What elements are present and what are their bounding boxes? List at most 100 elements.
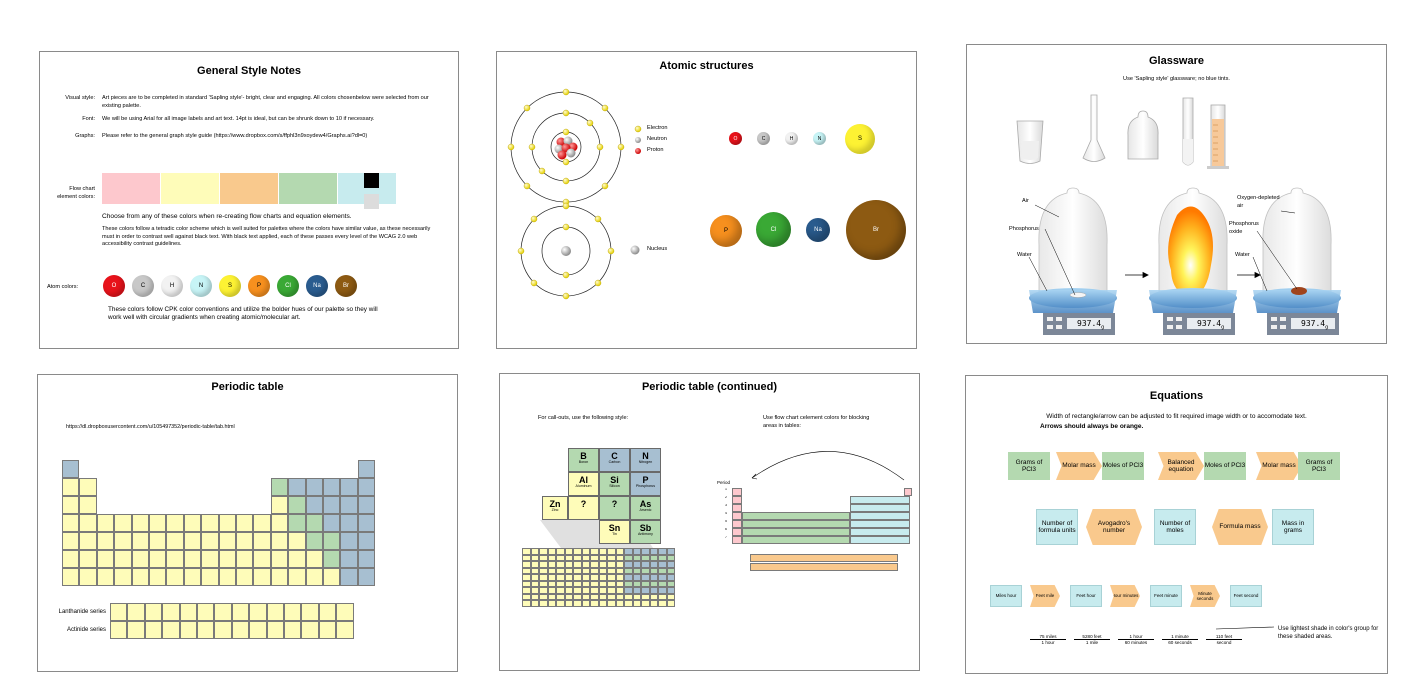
visual-style-text: Art pieces are to be completed in standa… bbox=[102, 95, 429, 109]
fraction-numerator: 1 hour bbox=[1118, 634, 1154, 640]
callout-symbol: Zn bbox=[549, 499, 561, 509]
mini-cell bbox=[564, 554, 573, 561]
mini-cell bbox=[666, 574, 675, 581]
atom-colors-label: Atom colors: bbox=[47, 284, 79, 290]
element-cell bbox=[79, 532, 97, 550]
element-cell bbox=[114, 550, 132, 568]
p-block-cell bbox=[850, 536, 910, 544]
mini-cell bbox=[539, 548, 548, 555]
mini-cell bbox=[658, 548, 667, 555]
period-number: 2 bbox=[725, 496, 727, 499]
equation-box: Grams of PCl3 bbox=[1298, 452, 1340, 480]
mini-cell bbox=[564, 600, 573, 607]
equation-box: Grams of PCl3 bbox=[1008, 452, 1050, 480]
mini-cell bbox=[615, 554, 624, 561]
mini-cell bbox=[666, 600, 675, 607]
element-cell bbox=[340, 568, 358, 586]
gray-swatch bbox=[364, 194, 379, 209]
element-cell bbox=[79, 550, 97, 568]
element-cell bbox=[114, 514, 132, 532]
callout-symbol: Sn bbox=[608, 523, 621, 533]
mini-cell bbox=[658, 554, 667, 561]
period-number: 4 bbox=[725, 512, 727, 515]
mini-cell bbox=[590, 600, 599, 607]
element-cell bbox=[357, 568, 376, 586]
element-cell bbox=[62, 532, 80, 550]
atom-n: N bbox=[813, 132, 826, 145]
mini-cell bbox=[649, 574, 658, 581]
arrow-note: Arrows should always be orange. bbox=[1040, 423, 1144, 430]
scale-reading-2: 937.4g bbox=[1197, 319, 1225, 331]
mini-cell bbox=[624, 593, 633, 600]
period-number: 3 bbox=[725, 504, 727, 507]
atom-h: H bbox=[161, 275, 183, 297]
element-cell bbox=[323, 550, 341, 568]
mini-cell bbox=[581, 580, 590, 587]
element-cell bbox=[162, 621, 180, 639]
element-cell bbox=[236, 514, 254, 532]
mini-cell bbox=[615, 587, 624, 594]
mini-cell bbox=[590, 561, 599, 568]
element-cell bbox=[288, 496, 306, 514]
mini-cell bbox=[658, 593, 667, 600]
mini-cell bbox=[530, 548, 539, 555]
mini-cell bbox=[530, 580, 539, 587]
atom-o: O bbox=[103, 275, 125, 297]
mini-cell bbox=[615, 580, 624, 587]
panel-title: Periodic table bbox=[211, 381, 284, 393]
fraction-denominator: second bbox=[1216, 640, 1232, 645]
element-cell bbox=[201, 568, 219, 586]
mini-cell bbox=[658, 580, 667, 587]
mini-cell bbox=[624, 600, 633, 607]
mini-cell bbox=[522, 567, 531, 574]
element-cell bbox=[270, 478, 289, 496]
mini-cell bbox=[556, 561, 565, 568]
element-cell bbox=[166, 568, 184, 586]
beaker-icon bbox=[1016, 120, 1044, 164]
panel-title: General Style Notes bbox=[197, 65, 301, 77]
legend-neutron: Neutron bbox=[647, 136, 667, 142]
element-cell bbox=[127, 603, 145, 621]
mini-cell bbox=[666, 561, 675, 568]
element-cell bbox=[183, 568, 202, 586]
element-cell bbox=[96, 514, 115, 532]
element-cell bbox=[127, 621, 145, 639]
shade-note: Use lightest shade in color's group for … bbox=[1278, 626, 1379, 641]
equation-hexagon: Formula mass bbox=[1212, 509, 1268, 545]
experiment-1 bbox=[1029, 187, 1117, 335]
mini-cell bbox=[615, 574, 624, 581]
element-cell bbox=[166, 514, 184, 532]
element-cell bbox=[197, 603, 215, 621]
callout-name: Nitrogen bbox=[638, 460, 653, 465]
callout-name: Antimony bbox=[638, 532, 653, 537]
mini-cell bbox=[556, 574, 565, 581]
element-cell bbox=[270, 532, 289, 550]
element-cell bbox=[305, 514, 323, 532]
label-air: Air bbox=[1022, 198, 1029, 204]
element-cell bbox=[253, 568, 271, 586]
s-block-cell bbox=[732, 496, 742, 504]
element-cell bbox=[114, 532, 132, 550]
mini-cell bbox=[649, 593, 658, 600]
element-cell bbox=[340, 514, 358, 532]
mini-cell bbox=[581, 574, 590, 581]
element-cell bbox=[357, 478, 376, 496]
callout-name: Boron bbox=[578, 460, 589, 465]
callout-cell-unknown: ? bbox=[568, 496, 599, 520]
element-cell bbox=[288, 478, 306, 496]
mini-cell bbox=[547, 561, 556, 568]
callout-symbol: Al bbox=[579, 475, 588, 485]
mini-cell bbox=[598, 593, 607, 600]
element-cell bbox=[110, 621, 128, 639]
mini-cell bbox=[556, 593, 565, 600]
callout-name: Arsenic bbox=[639, 508, 652, 513]
element-cell bbox=[131, 514, 149, 532]
p-block-cell bbox=[850, 512, 910, 520]
equation-hexagon: Avogadro's number bbox=[1086, 509, 1142, 545]
element-cell bbox=[62, 478, 80, 496]
